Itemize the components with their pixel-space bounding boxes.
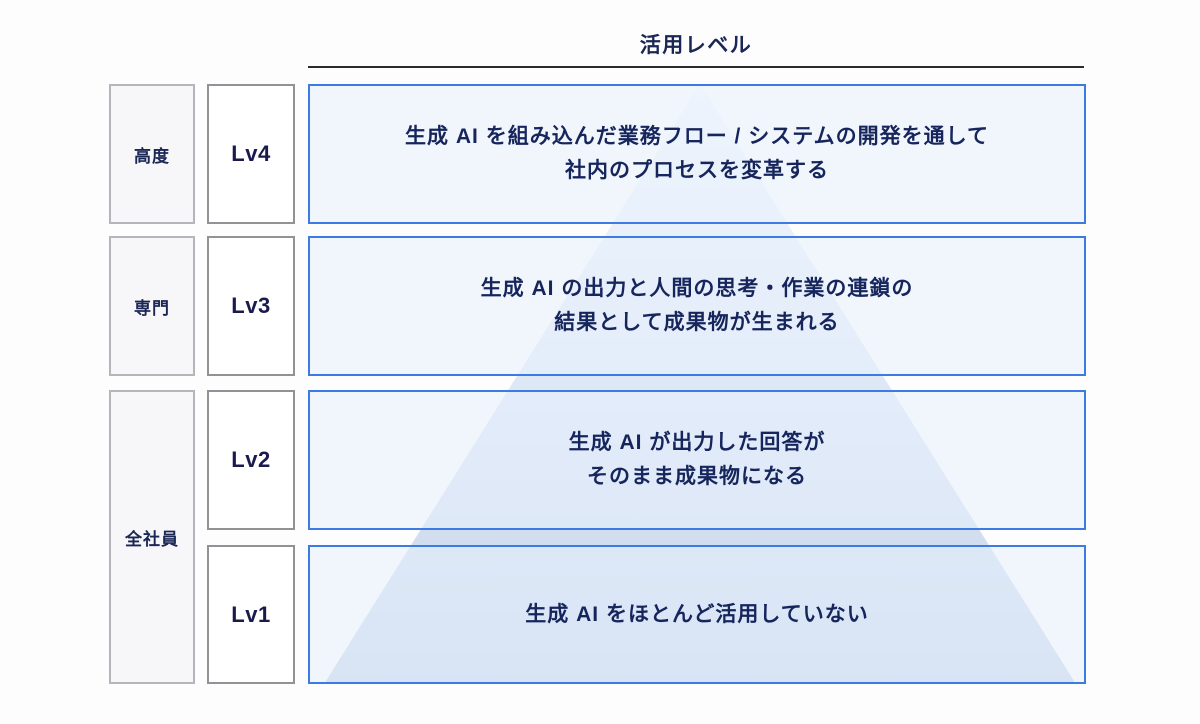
level-description-text-lv3: 生成 AI の出力と人間の思考・作業の連鎖の 結果として成果物が生まれる xyxy=(480,277,914,334)
level-description-box-lv1: 生成 AI をほとんど活用していない xyxy=(308,545,1086,684)
level-chip-lv4: Lv4 xyxy=(207,84,295,224)
audience-label-advanced: 高度 xyxy=(134,146,170,166)
audience-box-advanced: 高度 xyxy=(109,84,195,224)
level-chip-label-lv4: Lv4 xyxy=(231,141,271,166)
audience-label-specialist: 専門 xyxy=(134,298,170,318)
title-underline xyxy=(308,66,1084,68)
chart-title-block: 活用レベル xyxy=(308,32,1084,68)
level-chip-label-lv1: Lv1 xyxy=(231,601,271,627)
level-description-text-lv2: 生成 AI が出力した回答が そのまま成果物になる xyxy=(568,431,826,488)
audience-box-specialist: 専門 xyxy=(109,236,195,376)
page-title: 活用レベル xyxy=(639,34,753,57)
level-chip-label-lv2: Lv2 xyxy=(231,447,271,472)
audience-label-all-employees: 全社員 xyxy=(125,529,179,549)
level-chip-lv3: Lv3 xyxy=(207,236,295,376)
level-description-box-lv3: 生成 AI の出力と人間の思考・作業の連鎖の 結果として成果物が生まれる xyxy=(308,236,1086,376)
level-chip-lv1: Lv1 xyxy=(207,545,295,684)
level-chip-label-lv3: Lv3 xyxy=(231,293,271,318)
audience-box-all-employees: 全社員 xyxy=(109,390,195,684)
level-description-text-lv4: 生成 AI を組み込んだ業務フロー / システムの開発を通して 社内のプロセスを… xyxy=(405,125,989,182)
level-chip-lv2: Lv2 xyxy=(207,390,295,530)
level-description-text-lv1: 生成 AI をほとんど活用していない xyxy=(525,602,869,626)
level-description-box-lv4: 生成 AI を組み込んだ業務フロー / システムの開発を通して 社内のプロセスを… xyxy=(308,84,1086,224)
level-description-box-lv2: 生成 AI が出力した回答が そのまま成果物になる xyxy=(308,390,1086,530)
